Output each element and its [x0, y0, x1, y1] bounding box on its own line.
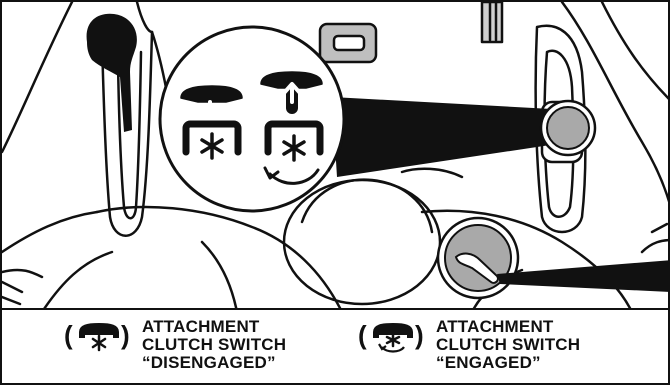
paren-open: ( — [358, 320, 367, 350]
paren-open: ( — [64, 320, 73, 350]
zoom-pointer — [332, 97, 570, 177]
paren-close: ) — [415, 320, 424, 350]
console-right-edge — [560, 2, 668, 203]
zoom-engaged-symbol — [260, 71, 324, 185]
mower-console-illustration — [0, 0, 670, 310]
legend: ( ) ATTACHMENT CLUTCH SWITCH “DISENGAGED… — [0, 310, 670, 385]
zoom-detail-circle — [158, 25, 346, 213]
console-left-edge — [2, 2, 74, 154]
legend-label-engaged: ATTACHMENT CLUTCH SWITCH “ENGAGED” — [436, 318, 636, 372]
label-line: “DISENGAGED” — [142, 353, 276, 372]
label-line: CLUTCH SWITCH — [142, 335, 287, 354]
ignition-key — [454, 252, 499, 284]
ignition-pointer — [497, 260, 668, 292]
throttle-slot-outer — [100, 30, 154, 237]
top-button — [332, 34, 366, 52]
clutch-disengaged-icon: ( ) — [64, 320, 134, 354]
clutch-switch-knob — [546, 106, 590, 150]
vertical-slot-fixture — [480, 2, 504, 44]
throttle-slot-inner — [116, 50, 143, 220]
label-line: CLUTCH SWITCH — [436, 335, 581, 354]
clutch-engaged-glyph — [373, 323, 413, 353]
paren-close: ) — [121, 320, 130, 350]
zoom-disengaged-symbol — [180, 85, 243, 160]
clutch-engaged-icon: ( ) — [358, 320, 428, 354]
label-line: “ENGAGED” — [436, 353, 541, 372]
label-line: ATTACHMENT — [436, 317, 554, 336]
clutch-disengaged-glyph — [79, 323, 119, 352]
console-line-drawing — [2, 2, 668, 308]
label-line: ATTACHMENT — [142, 317, 260, 336]
throttle-lever — [86, 13, 137, 132]
cup-holder-outer — [282, 178, 442, 306]
legend-label-disengaged: ATTACHMENT CLUTCH SWITCH “DISENGAGED” — [142, 318, 342, 372]
console-lower-curve — [95, 205, 342, 308]
